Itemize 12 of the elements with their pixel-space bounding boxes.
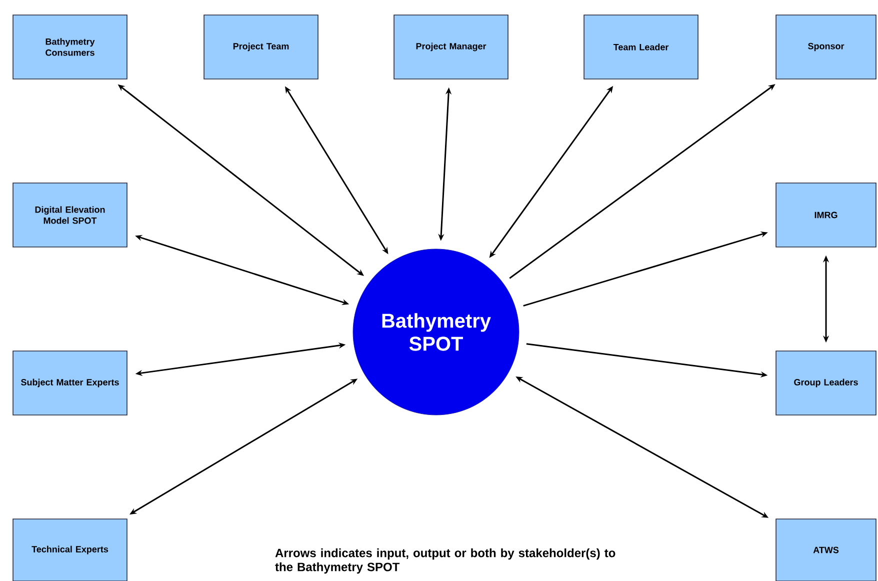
stakeholder-box: Project Team [204,14,318,80]
stakeholder-box: ATWS [776,518,876,581]
stakeholder-box: Project Manager [394,14,508,80]
note-text: Arrows indicates input, output or both by stakeholder(s) to the Bathymetry SPOT [275,548,616,574]
stakeholder-box: Team Leader [584,14,698,80]
stakeholder-box: Subject Matter Experts [12,350,128,416]
stakeholder-box: Digital Elevation Model SPOT [12,182,128,248]
stakeholder-box: Group Leaders [776,350,876,416]
stakeholder-box: Technical Experts [12,518,128,581]
stakeholder-box: IMRG [776,182,876,248]
stakeholder-box: Bathymetry Consumers [12,14,128,80]
stakeholder-box: Sponsor [776,14,876,80]
